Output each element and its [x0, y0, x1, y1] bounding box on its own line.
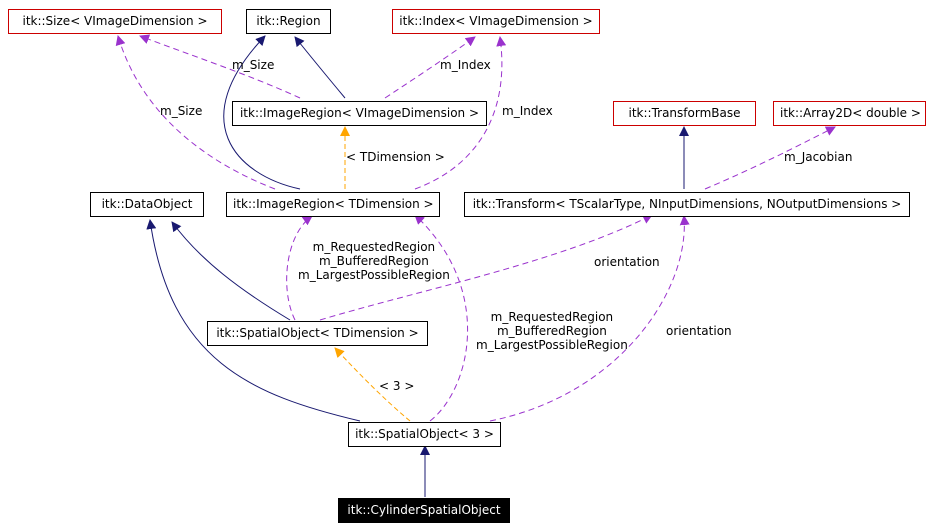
edge-usage-msize-left: [115, 35, 276, 190]
label-three: < 3 >: [379, 379, 415, 393]
edge-usage-regions-lower: [414, 214, 469, 422]
edge-spatialobjectT-to-dataobject: [171, 221, 291, 321]
label-mindex-top: m_Index: [440, 58, 491, 72]
edge-usage-mindex-top: [384, 36, 476, 99]
edge-usage-orientation-upper: [319, 214, 653, 321]
label-tdimension: < TDimension >: [346, 150, 445, 164]
label-buffered-region: m_BufferedRegion: [318, 254, 429, 268]
node-region[interactable]: itk::Region: [246, 9, 331, 34]
edge-spatialobject3-to-dataobject: [146, 219, 361, 422]
node-dataobject[interactable]: itk::DataObject: [90, 192, 204, 217]
edge-usage-mjacobian: [704, 126, 836, 190]
label-msize-top: m_Size: [232, 58, 275, 72]
node-index[interactable]: itk::Index< VImageDimension >: [392, 9, 600, 34]
label-orientation-upper: orientation: [594, 255, 660, 269]
edge-usage-msize-top: [139, 34, 301, 99]
label-regions-upper: m_RequestedRegion m_BufferedRegion m_Lar…: [298, 240, 450, 282]
node-transformbase[interactable]: itk::TransformBase: [613, 101, 756, 126]
node-array2d[interactable]: itk::Array2D< double >: [773, 101, 926, 126]
label-mjacobian: m_Jacobian: [784, 150, 853, 164]
node-spatialobject-3[interactable]: itk::SpatialObject< 3 >: [348, 422, 501, 447]
label-requested-region: m_RequestedRegion: [312, 240, 436, 254]
label-largest-possible-region: m_LargestPossibleRegion: [476, 338, 628, 352]
label-orientation-lower: orientation: [666, 324, 732, 338]
node-spatialobject-tdimension[interactable]: itk::SpatialObject< TDimension >: [207, 321, 428, 346]
label-msize-left: m_Size: [160, 104, 203, 118]
edge-usage-regions-upper: [286, 215, 313, 321]
edge-usage-mindex-right: [414, 36, 507, 190]
node-imageregion-vimagedimension[interactable]: itk::ImageRegion< VImageDimension >: [232, 101, 487, 126]
label-requested-region: m_RequestedRegion: [490, 310, 614, 324]
label-buffered-region: m_BufferedRegion: [496, 324, 607, 338]
edge-spatialobject3-to-spatialobjectT: [334, 347, 411, 422]
edge-imageregionV-to-region: [294, 36, 346, 99]
label-largest-possible-region: m_LargestPossibleRegion: [298, 268, 450, 282]
label-regions-lower: m_RequestedRegion m_BufferedRegion m_Lar…: [476, 310, 628, 352]
node-imageregion-tdimension[interactable]: itk::ImageRegion< TDimension >: [226, 192, 440, 217]
node-cylinderspatialobject: itk::CylinderSpatialObject: [338, 498, 510, 523]
edge-usage-orientation-lower: [489, 215, 690, 422]
label-mindex-right: m_Index: [502, 104, 553, 118]
edge-imageregionT-to-region: [223, 35, 301, 190]
node-size[interactable]: itk::Size< VImageDimension >: [8, 9, 222, 34]
node-transform[interactable]: itk::Transform< TScalarType, NInputDimen…: [464, 192, 910, 217]
